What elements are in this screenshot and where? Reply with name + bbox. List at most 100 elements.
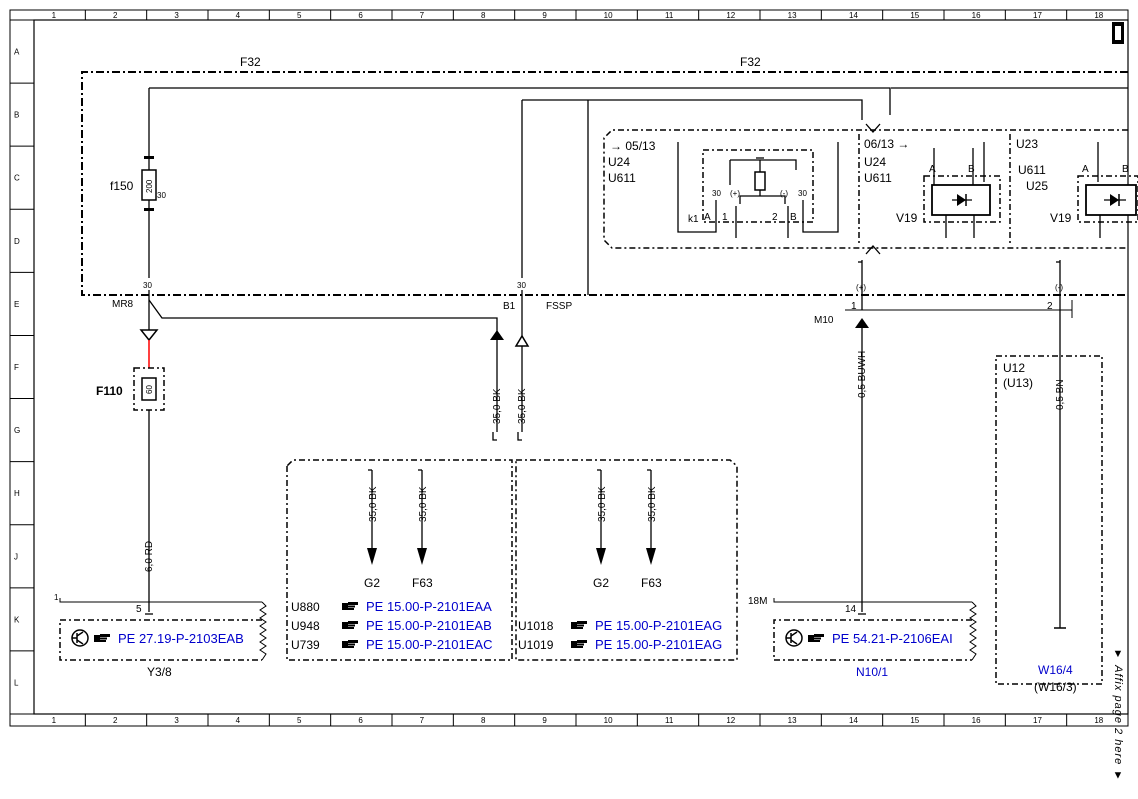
connector-triangle-icon xyxy=(855,318,869,328)
link-pe-n101[interactable]: PE 54.21-P-2106EAI xyxy=(832,631,953,646)
column-number: 13 xyxy=(788,716,797,725)
mr8-label: MR8 xyxy=(112,299,134,310)
column-number: 6 xyxy=(358,716,363,725)
wire-35bk-e: 35,0 BK xyxy=(597,486,608,522)
m10-minus: (-) xyxy=(1055,283,1063,292)
affix-text: Affix page 2 here xyxy=(1112,665,1124,766)
v19a-pin-a: A xyxy=(929,164,936,175)
m10-pin1: 1 xyxy=(851,301,857,312)
link-pe-u948[interactable]: PE 15.00-P-2101EAB xyxy=(366,618,492,633)
u13: (U13) xyxy=(1003,376,1033,390)
b1-pin: 30 xyxy=(517,281,526,290)
f63-left: F63 xyxy=(412,576,433,590)
row-letter: J xyxy=(14,552,18,561)
column-number: 8 xyxy=(481,716,486,725)
column-number: 2 xyxy=(113,716,118,725)
link-pe-u1019[interactable]: PE 15.00-P-2101EAG xyxy=(595,637,722,652)
diode-icon xyxy=(952,194,972,206)
v19a-pin-b: B xyxy=(968,164,975,175)
column-number: 13 xyxy=(788,11,797,20)
mr8-junction: 30 MR8 xyxy=(112,281,498,368)
row-letter: G xyxy=(14,426,20,435)
column-number: 16 xyxy=(972,716,981,725)
k1-30a: 30 xyxy=(712,189,721,198)
arrow-down-icon xyxy=(367,548,377,565)
v19a-label: V19 xyxy=(896,211,918,225)
f32-box: F32 F32 xyxy=(81,55,1128,296)
column-number: 3 xyxy=(174,716,179,725)
column-number: 15 xyxy=(910,716,919,725)
pointing-hand-icon xyxy=(808,634,824,642)
k1-pin-b: B xyxy=(790,212,797,223)
column-number: 11 xyxy=(665,716,674,725)
row-letter: A xyxy=(14,48,20,57)
u1018: U1018 xyxy=(518,619,554,633)
link-pe-u739[interactable]: PE 15.00-P-2101EAC xyxy=(366,637,492,652)
connector-triangle-icon xyxy=(139,329,159,342)
y38-label: Y3/8 xyxy=(147,665,172,679)
column-number: 1 xyxy=(52,11,57,20)
row-letter: F xyxy=(14,363,19,372)
column-number: 14 xyxy=(849,716,858,725)
component-n101: 18M 14 PE 54.21-P-2106EAI N10/1 xyxy=(748,596,977,679)
ref-0513: → 05/13 xyxy=(610,139,656,153)
column-number: 11 xyxy=(665,11,674,20)
wire-35bk-a: 35,0 BK xyxy=(492,388,503,424)
arrow-down-icon xyxy=(417,548,427,565)
diode-icon xyxy=(1104,194,1126,206)
n101-label[interactable]: N10/1 xyxy=(856,665,888,679)
u880: U880 xyxy=(291,600,320,614)
column-number: 9 xyxy=(542,716,547,725)
wire-35bk-b: 35,0 BK xyxy=(517,388,528,424)
w16-3: (W16/3) xyxy=(1034,680,1077,694)
link-pe-u1018[interactable]: PE 15.00-P-2101EAG xyxy=(595,618,722,633)
u12: U12 xyxy=(1003,361,1025,375)
module-u23: U23 U611 U25 A B V19 xyxy=(1016,137,1138,238)
column-number: 10 xyxy=(604,716,613,725)
u611-b: U611 xyxy=(864,171,892,185)
link-pe-u880[interactable]: PE 15.00-P-2101EAA xyxy=(366,599,492,614)
column-number: 10 xyxy=(604,11,613,20)
pointing-hand-icon xyxy=(342,602,358,610)
column-number: 16 xyxy=(972,11,981,20)
column-number: 2 xyxy=(113,11,118,20)
column-number: 18 xyxy=(1094,716,1103,725)
m10-label: M10 xyxy=(814,315,834,326)
w16-4[interactable]: W16/4 xyxy=(1038,663,1073,677)
column-number: 17 xyxy=(1033,11,1042,20)
arrow-down-icon xyxy=(646,548,656,565)
column-number: 7 xyxy=(420,716,425,725)
b1-label: B1 xyxy=(503,301,516,312)
k1-plus: (+) xyxy=(730,189,740,198)
u739: U739 xyxy=(291,638,320,652)
f150-pin: 30 xyxy=(157,191,166,200)
k1-30b: 30 xyxy=(798,189,807,198)
transistor-icon xyxy=(785,629,803,647)
wire-bn: 0,5 BN xyxy=(1055,379,1066,410)
u25: U25 xyxy=(1026,179,1048,193)
column-number: 9 xyxy=(542,11,547,20)
f32-right-label: F32 xyxy=(740,55,761,69)
u611-c: U611 xyxy=(1018,163,1046,177)
link-pe-y38[interactable]: PE 27.19-P-2103EAB xyxy=(118,631,244,646)
relay-coil-icon xyxy=(754,171,766,191)
column-number: 6 xyxy=(358,11,363,20)
f150-value: 200 xyxy=(145,179,154,193)
pointing-hand-icon xyxy=(571,621,587,629)
y38-pin1: 1 xyxy=(54,593,59,602)
pointing-hand-icon xyxy=(342,621,358,629)
u12-box: U12 (U13) W16/4 (W16/3) xyxy=(995,355,1103,694)
ref-0613: 06/13 → xyxy=(864,137,909,151)
f110-label: F110 xyxy=(96,384,123,398)
m10-plus: (+) xyxy=(856,283,866,292)
v19b-pin-b: B xyxy=(1122,164,1129,175)
column-number: 12 xyxy=(726,11,735,20)
pointing-hand-icon xyxy=(94,634,110,642)
column-number: 15 xyxy=(910,11,919,20)
g2-right: G2 xyxy=(593,576,609,590)
battery-box-left: 35,0 BK 35,0 BK 35,0 BK 35,0 BK G2 F63 G… xyxy=(286,459,738,661)
